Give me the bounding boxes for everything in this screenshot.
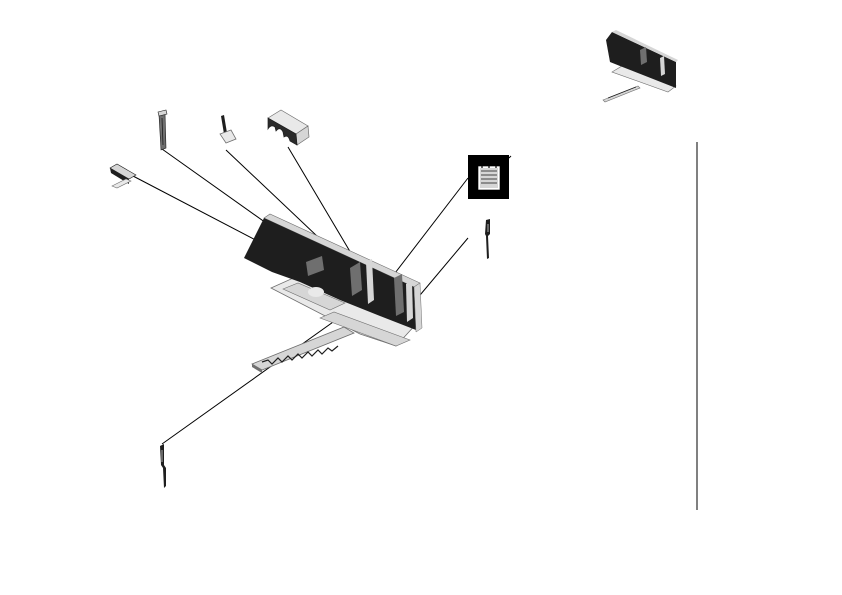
right-spring-part-icon (485, 219, 490, 259)
leader-line-lower-spring (161, 299, 365, 445)
clip-part-icon (267, 109, 310, 146)
assembly-thumbnail-icon (602, 30, 678, 103)
leader-line-clip (287, 146, 359, 266)
lever-part-icon (109, 163, 137, 189)
pin-part-icon (157, 109, 168, 151)
lower-spring-part-icon (160, 444, 166, 488)
parts-list-reference-icon (468, 155, 512, 199)
main-frame-assembly-icon (244, 213, 423, 373)
screw-part-icon (219, 115, 237, 144)
leader-line-parts-list (381, 177, 469, 291)
